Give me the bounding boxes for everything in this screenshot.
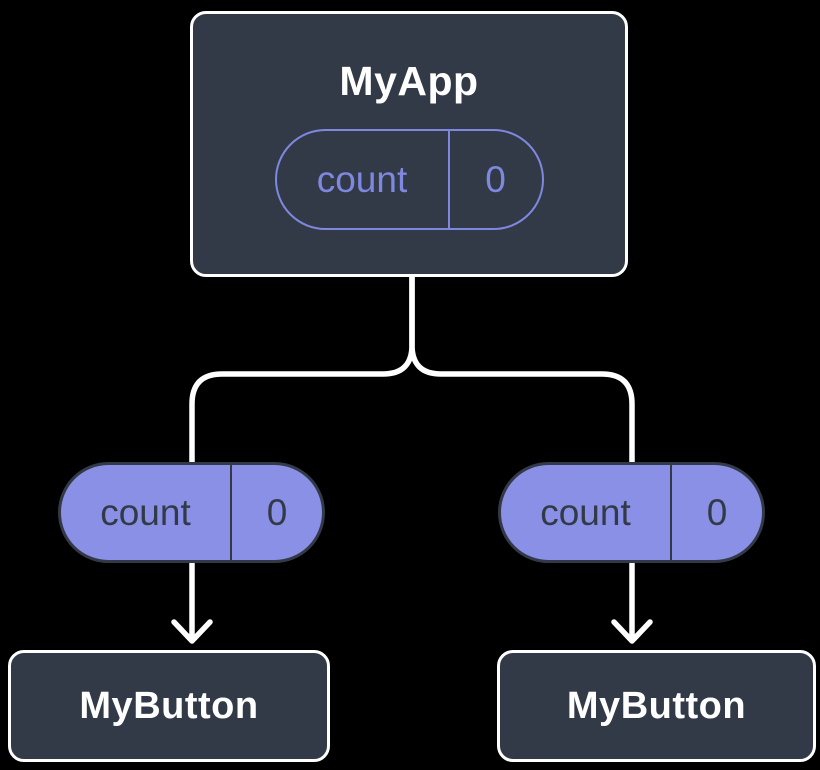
state-name-label: count	[316, 158, 408, 200]
node-mybutton-title: MyButton	[79, 684, 259, 727]
node-mybutton-left: MyButton	[8, 650, 330, 762]
connector-left-branch	[189, 274, 415, 640]
node-mybutton-title: MyButton	[566, 684, 747, 727]
prop-value-label: 0	[230, 465, 322, 560]
state-value-label: 0	[447, 131, 542, 228]
prop-value-label: 0	[670, 465, 762, 560]
prop-name-label: count	[100, 491, 191, 533]
state-pill-myapp: count 0	[274, 129, 544, 230]
prop-pill-left: count 0	[58, 462, 325, 563]
node-myapp: MyApp count 0	[190, 11, 628, 277]
arrowhead-right-icon	[611, 619, 653, 644]
prop-name-label: count	[540, 491, 631, 533]
connector-right-branch	[409, 274, 635, 640]
node-mybutton-right: MyButton	[497, 650, 816, 762]
prop-pill-right: count 0	[498, 462, 765, 563]
arrowhead-left-icon	[171, 619, 213, 644]
node-myapp-title: MyApp	[339, 58, 479, 104]
